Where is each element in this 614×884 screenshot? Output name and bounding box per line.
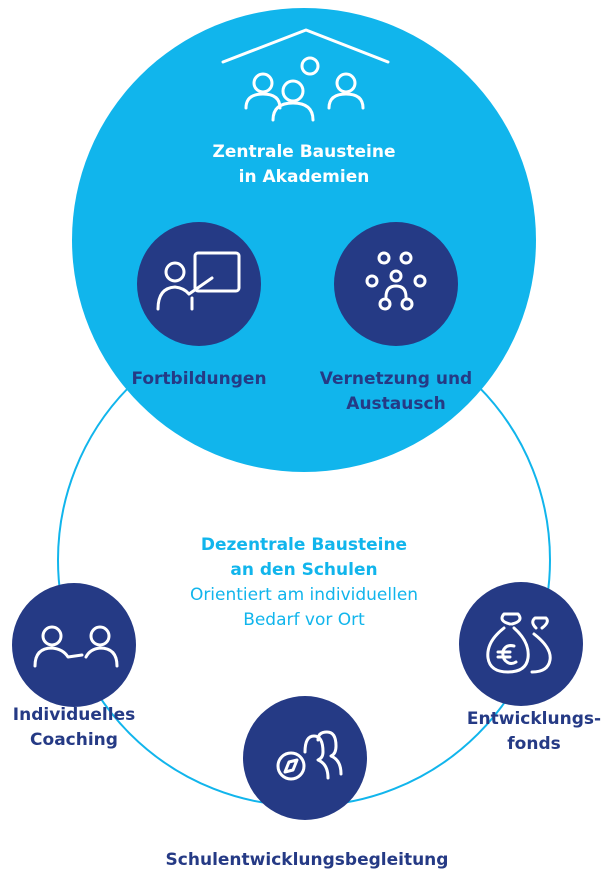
central-title-line1: Zentrale Bausteine (212, 142, 396, 162)
central-circle (72, 8, 536, 472)
schulentwicklung-label: Schulentwicklungsbegleitung (165, 850, 449, 870)
network-people-icon (365, 251, 427, 311)
coaching-label: Individuelles Coaching (0, 703, 148, 753)
decentral-subtitle-line2: Bedarf vor Ort (243, 610, 365, 630)
decentral-title-line2: an den Schulen (230, 560, 378, 580)
schulentwicklung-circle (243, 696, 367, 820)
coaching-label-line2: Coaching (30, 730, 118, 750)
vernetzung-label-line1: Vernetzung und (319, 369, 473, 389)
compass-people-icon (276, 730, 343, 781)
central-title-line2: in Akademien (238, 167, 370, 187)
decentral-title: Dezentrale Bausteine an den Schulen Orie… (154, 533, 454, 633)
teacher-presentation-icon (156, 251, 241, 311)
vernetzung-label: Vernetzung und Austausch (306, 367, 486, 417)
coaching-circle (12, 583, 136, 707)
decentral-title-line1: Dezentrale Bausteine (200, 535, 408, 555)
fonds-label-line2: fonds (507, 734, 561, 754)
fonds-label: Entwicklungs- fonds (454, 707, 614, 757)
coaching-people-icon (33, 625, 119, 668)
vernetzung-label-line2: Austausch (346, 394, 446, 414)
coaching-label-line1: Individuelles (12, 705, 136, 725)
fortbildungen-label: Fortbildungen (131, 369, 267, 389)
money-bags-icon (486, 612, 552, 674)
decentral-subtitle-line1: Orientiert am individuellen (189, 585, 419, 605)
central-title: Zentrale Bausteine in Akademien (154, 140, 454, 190)
fortbildungen-circle (137, 222, 261, 346)
fonds-circle (459, 582, 583, 706)
fonds-label-line1: Entwicklungs- (466, 709, 602, 729)
house-with-people-icon (221, 28, 390, 122)
vernetzung-circle (334, 222, 458, 346)
